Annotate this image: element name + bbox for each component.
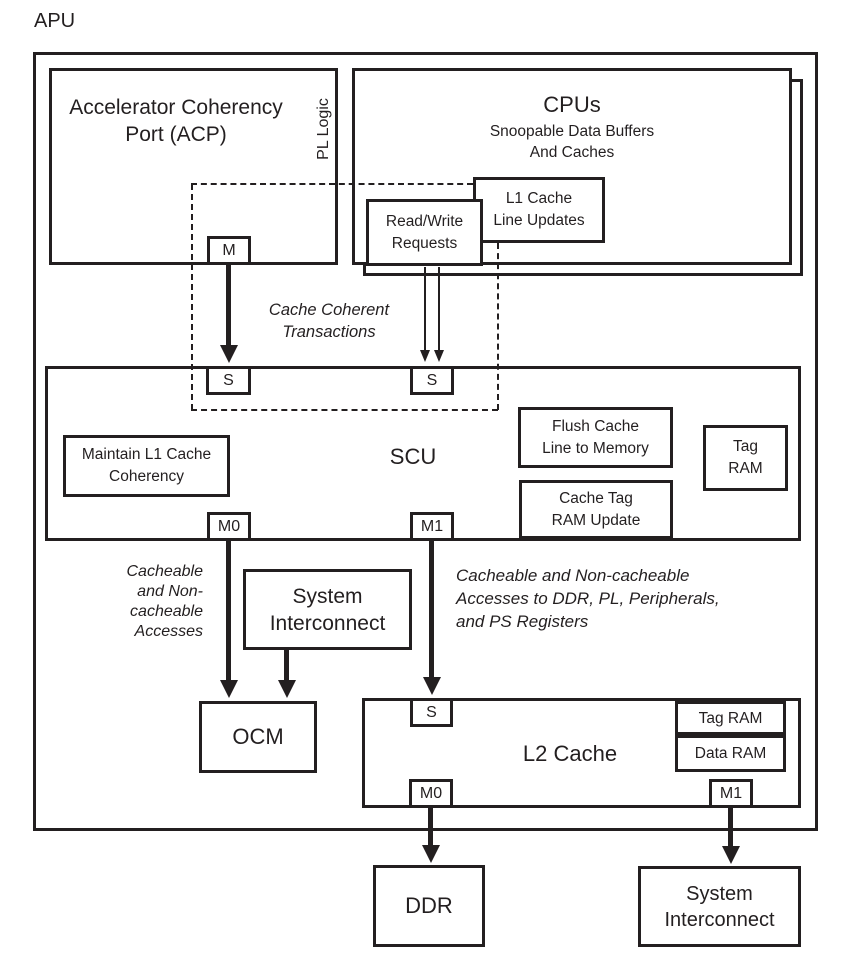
scu-tag-ram-box: Tag RAM bbox=[703, 425, 788, 491]
readwrite-to-scu-s-arrow1-head-icon bbox=[420, 350, 430, 362]
maintain-l1-cache-coherency-box: Maintain L1 Cache Coherency bbox=[63, 435, 230, 497]
flush-cache-line2: Line to Memory bbox=[542, 439, 649, 457]
readwrite-to-scu-s-arrow2-head-icon bbox=[434, 350, 444, 362]
cache-coherent-dashed-top bbox=[191, 183, 473, 185]
acp-port-m: M bbox=[207, 236, 251, 265]
l1-cache-line-updates-line1: L1 Cache bbox=[505, 190, 573, 207]
system-interconnect-mid-box: System Interconnect bbox=[243, 569, 412, 650]
system-interconnect-bottom-line1: System bbox=[686, 882, 753, 905]
l2-m0-to-ddr-arrowhead-icon bbox=[422, 845, 440, 863]
flush-cache-line1: Flush Cache bbox=[551, 417, 639, 435]
l2-port-m1: M1 bbox=[709, 779, 753, 808]
scu-port-s-right: S bbox=[410, 366, 454, 395]
scu-port-s-right-label: S bbox=[426, 371, 438, 389]
scu-port-m1: M1 bbox=[410, 512, 454, 541]
cacheable-left-annotation: Cacheable and Non- cacheable Accesses bbox=[95, 562, 204, 642]
cache-coherent-dashed-bottom bbox=[191, 409, 498, 411]
cacheable-right-line3: and PS Registers bbox=[456, 612, 589, 631]
cpus-subtitle-line1: Snoopable Data Buffers bbox=[489, 123, 655, 140]
cpus-subtitle: Snoopable Data Buffers And Caches bbox=[352, 121, 792, 163]
l2-m1-to-sysint-arrow-shaft bbox=[728, 808, 733, 846]
l2-port-m0-label: M0 bbox=[419, 784, 443, 802]
l1-cache-line-updates-line2: Line Updates bbox=[493, 212, 585, 229]
sysint-to-ocm-arrow-shaft bbox=[284, 650, 289, 680]
cacheable-left-line4: Accesses bbox=[134, 623, 203, 640]
ocm-box: OCM bbox=[199, 701, 317, 773]
l2-port-m1-label: M1 bbox=[719, 784, 743, 802]
cacheable-right-annotation: Cacheable and Non-cacheable Accesses to … bbox=[456, 564, 786, 633]
ddr-box: DDR bbox=[373, 865, 485, 947]
ddr-label: DDR bbox=[405, 893, 453, 918]
cache-coherent-line1: Cache Coherent bbox=[268, 301, 390, 319]
cache-coherent-annotation: Cache Coherent Transactions bbox=[249, 299, 409, 343]
cache-coherent-dashed-right bbox=[497, 243, 499, 410]
system-interconnect-bottom-box: System Interconnect bbox=[638, 866, 801, 947]
maintain-l1-line2: Coherency bbox=[109, 468, 184, 485]
l2-data-ram-label: Data RAM bbox=[694, 745, 767, 762]
page-title: APU bbox=[34, 10, 76, 32]
acp-m-to-scu-s-arrowhead-icon bbox=[220, 345, 238, 363]
cacheable-left-line1: Cacheable bbox=[126, 563, 204, 580]
cacheable-left-line3: cacheable bbox=[130, 603, 203, 620]
cache-tag-update-line1: Cache Tag bbox=[559, 489, 633, 507]
acp-label: Accelerator Coherency Port (ACP) bbox=[51, 94, 301, 148]
scu-m1-to-l2-s-arrowhead-icon bbox=[423, 677, 441, 695]
apu-boundary-box bbox=[33, 52, 818, 831]
cache-tag-ram-update-box: Cache Tag RAM Update bbox=[519, 480, 673, 539]
cache-coherent-dashed-left bbox=[191, 184, 193, 410]
l2-tag-ram-label: Tag RAM bbox=[698, 709, 763, 727]
scu-port-m0: M0 bbox=[207, 512, 251, 541]
cache-tag-update-line2: RAM Update bbox=[551, 511, 641, 529]
flush-cache-line-box: Flush Cache Line to Memory bbox=[518, 407, 673, 468]
l1-cache-line-updates-box: L1 Cache Line Updates bbox=[473, 177, 605, 243]
scu-m0-to-ocm-arrow-shaft bbox=[226, 541, 231, 680]
system-interconnect-mid-line2: Interconnect bbox=[269, 611, 386, 635]
scu-port-m1-label: M1 bbox=[420, 517, 444, 535]
scu-m0-to-ocm-arrowhead-icon bbox=[220, 680, 238, 698]
l2-tag-ram-box: Tag RAM bbox=[675, 701, 786, 735]
l2-port-m0: M0 bbox=[409, 779, 453, 808]
l2-port-s: S bbox=[410, 698, 453, 727]
scu-m1-to-l2-s-arrow-shaft bbox=[429, 541, 434, 677]
l2-port-s-label: S bbox=[426, 703, 437, 721]
scu-port-s-left-label: S bbox=[223, 371, 234, 389]
read-write-requests-box: Read/Write Requests bbox=[366, 199, 483, 266]
l2-data-ram-box: Data RAM bbox=[675, 735, 786, 772]
cpus-subtitle-line2: And Caches bbox=[529, 144, 615, 161]
cacheable-left-line2: and Non- bbox=[137, 583, 203, 600]
acp-m-to-scu-s-arrow-shaft bbox=[226, 265, 231, 346]
scu-tag-ram-line2: RAM bbox=[728, 460, 763, 477]
cache-coherent-line2: Transactions bbox=[282, 323, 376, 341]
scu-tag-ram-line1: Tag bbox=[733, 438, 758, 455]
read-write-requests-line2: Requests bbox=[391, 234, 458, 252]
ocm-label: OCM bbox=[232, 724, 284, 749]
cacheable-right-line2: Accesses to DDR, PL, Peripherals, bbox=[456, 589, 720, 608]
read-write-requests-line1: Read/Write bbox=[385, 212, 464, 230]
readwrite-to-scu-s-arrow2-shaft bbox=[438, 267, 440, 351]
acp-port-m-label: M bbox=[222, 241, 236, 259]
scu-port-m0-label: M0 bbox=[217, 517, 241, 535]
acp-label-line1: Accelerator Coherency bbox=[69, 96, 283, 119]
cpus-title: CPUs bbox=[543, 92, 601, 117]
system-interconnect-bottom-line2: Interconnect bbox=[664, 908, 775, 931]
pl-logic-label: PL Logic bbox=[315, 98, 332, 160]
l2-cache-title: L2 Cache bbox=[522, 741, 618, 766]
readwrite-to-scu-s-arrow1-shaft bbox=[424, 267, 426, 351]
system-interconnect-mid-line1: System bbox=[292, 584, 363, 608]
cacheable-right-line1: Cacheable and Non-cacheable bbox=[456, 566, 690, 585]
scu-title: SCU bbox=[389, 444, 437, 469]
acp-label-line2: Port (ACP) bbox=[125, 123, 227, 146]
maintain-l1-line1: Maintain L1 Cache bbox=[81, 446, 212, 463]
sysint-to-ocm-arrowhead-icon bbox=[278, 680, 296, 698]
scu-port-s-left: S bbox=[206, 366, 251, 395]
l2-m0-to-ddr-arrow-shaft bbox=[428, 808, 433, 845]
l2-m1-to-sysint-arrowhead-icon bbox=[722, 846, 740, 864]
acp-block bbox=[49, 68, 338, 265]
